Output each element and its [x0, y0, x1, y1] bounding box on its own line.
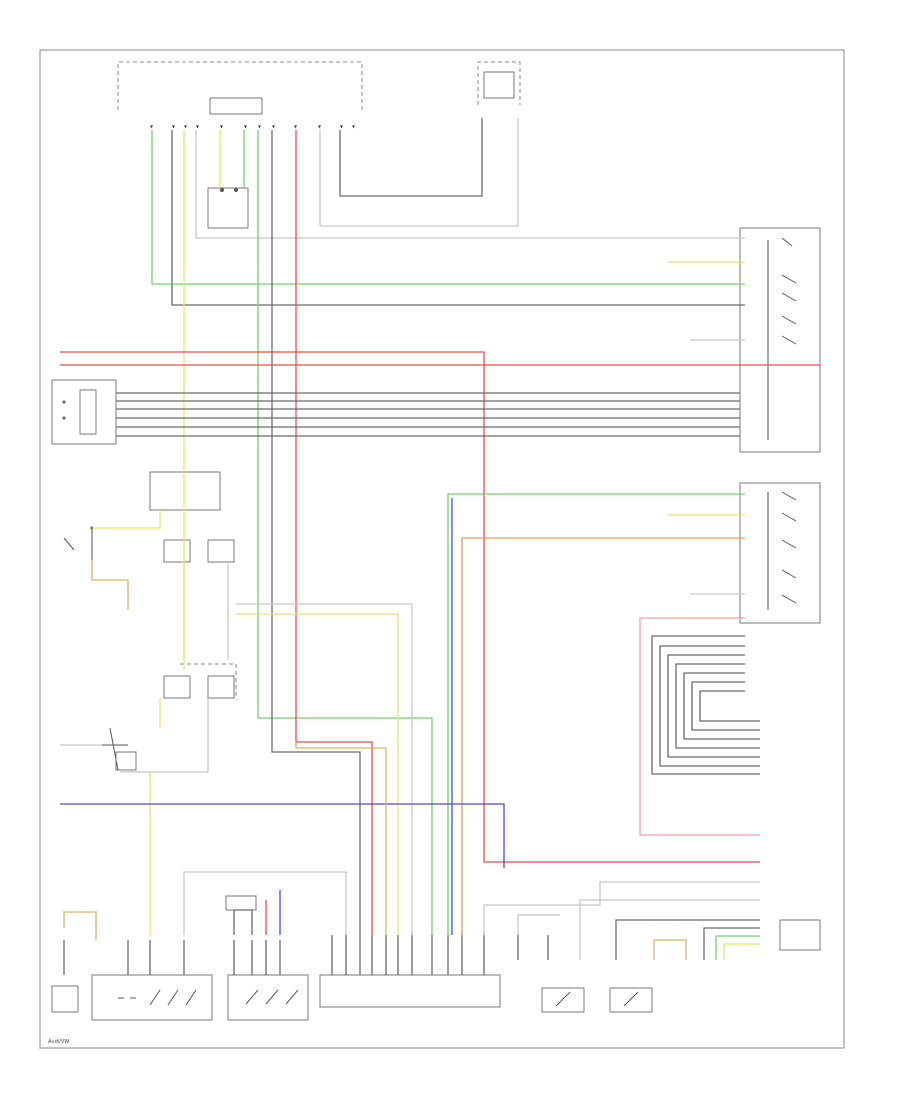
top-right-component	[477, 61, 521, 105]
bottom-right-switch-a	[541, 987, 585, 1013]
bottom-right-connector	[779, 919, 821, 951]
wire-tan-door	[91, 560, 129, 610]
wire-orange-mid	[461, 537, 745, 935]
wire-grey-top-loop	[195, 130, 745, 239]
wire-tan-center	[295, 742, 387, 935]
svg-text:▼: ▼	[196, 124, 200, 129]
top-left-connector-group: ▼ ▼ ▼ ▼ ▼ ▼ ▼ ▼ ▼ ▼ ▼ ▼	[117, 61, 363, 129]
svg-text:▼: ▼	[244, 124, 248, 129]
svg-text:▼: ▼	[184, 124, 188, 129]
wire-tan-switch-e	[653, 939, 687, 960]
bottom-control-unit	[319, 974, 501, 1008]
center-relay	[102, 727, 137, 771]
svg-text:▼: ▼	[318, 124, 322, 129]
wire-black-switch-d	[615, 919, 760, 960]
svg-text:▼: ▼	[220, 124, 224, 129]
svg-text:▼: ▼	[150, 124, 154, 129]
left-control-module	[51, 379, 117, 445]
bottom-connector-pins	[63, 935, 485, 975]
svg-text:▼: ▼	[172, 124, 176, 129]
wire-grey-center-loop	[236, 603, 413, 935]
wire-green-switch-f	[715, 935, 760, 960]
diagram-frame	[39, 49, 845, 1049]
bottom-left-switch-module	[91, 974, 213, 1021]
wire-yellow-switch-g	[723, 943, 760, 960]
wire-black-long	[271, 130, 361, 935]
wire-black-fan	[651, 635, 760, 775]
wire-green-top	[151, 130, 745, 285]
wire-green-long	[257, 130, 433, 935]
wire-grey-top-loop-b	[320, 118, 519, 227]
bottom-left-ground	[51, 985, 79, 1013]
center-fuse-block	[149, 471, 237, 700]
wire-black-switch-h	[703, 927, 760, 960]
bottom-center-switch-module	[225, 895, 309, 1021]
bottom-splice-component	[207, 187, 249, 229]
left-door-switch	[63, 526, 94, 560]
svg-text:▼: ▼	[258, 124, 262, 129]
svg-text:▼: ▼	[272, 124, 276, 129]
right-middle-switch-module	[739, 482, 821, 624]
svg-text:▼: ▼	[340, 124, 344, 129]
wire-blue-cross	[60, 803, 505, 868]
wire-black-bottom-loop	[233, 909, 253, 935]
wire-grey-bottom-2	[183, 871, 347, 935]
wire-grey-bottom-right-b	[517, 914, 560, 935]
svg-text:▼: ▼	[352, 124, 356, 129]
wire-black-top-loop	[339, 118, 483, 197]
wire-yellow-door	[92, 510, 161, 529]
wire-red-cross-1	[60, 351, 760, 863]
wire-grey-fuse-d	[120, 698, 209, 773]
wire-black-top-1	[171, 130, 745, 306]
wire-green-mid	[447, 493, 745, 935]
svg-text:▼: ▼	[294, 124, 298, 129]
wire-black-bus	[116, 392, 740, 437]
wire-grey-switch-c	[579, 899, 760, 960]
right-upper-switch-module	[739, 227, 821, 453]
wire-tan-bottom-left	[63, 911, 97, 940]
footer-code: Audi/VW	[48, 1039, 69, 1045]
wire-pink-mid	[639, 617, 760, 836]
bottom-right-switch-b	[609, 987, 653, 1013]
wire-yellow-center	[236, 613, 399, 935]
wire-grey-bottom-right	[483, 881, 760, 935]
